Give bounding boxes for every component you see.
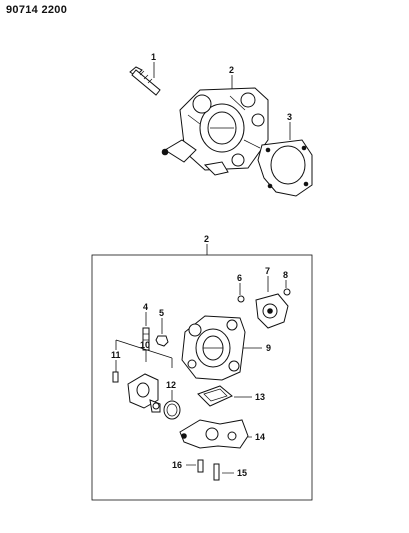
- gasket-part-3: [257, 122, 313, 197]
- gasket-part-13: [197, 385, 252, 407]
- callout-16: 16: [172, 460, 182, 470]
- exploded-box: [91, 244, 313, 501]
- bracket-part-10: [115, 339, 173, 368]
- sensor-part-7: [255, 276, 289, 329]
- screw-part-6: [237, 283, 245, 303]
- callout-13: 13: [255, 392, 265, 402]
- callout-11: 11: [111, 350, 121, 360]
- callout-10: 10: [140, 340, 150, 350]
- assembly-frame: [91, 254, 313, 501]
- callout-1: 1: [151, 52, 156, 62]
- screw-part-16: [186, 459, 204, 473]
- callout-15: 15: [237, 468, 247, 478]
- document-number: 90714 2200: [6, 4, 68, 16]
- oring-part-12: [163, 390, 181, 420]
- callout-12: 12: [166, 380, 176, 390]
- nut-part-5: [155, 318, 169, 347]
- callout-2-top: 2: [229, 65, 234, 75]
- screw-part-11: [112, 360, 119, 383]
- throttle-body-top: [161, 75, 269, 176]
- bolt-part-15: [213, 463, 234, 481]
- bolt-part-1: [129, 62, 161, 96]
- callout-4: 4: [143, 302, 148, 312]
- callout-9: 9: [266, 343, 271, 353]
- throttle-body-part-9: [181, 315, 262, 381]
- motor-part-10: [127, 373, 161, 413]
- callout-14: 14: [255, 432, 265, 442]
- callout-6: 6: [237, 273, 242, 283]
- screw-part-8: [283, 280, 291, 296]
- top-assembly: [129, 62, 313, 197]
- callout-8: 8: [283, 270, 288, 280]
- callout-7: 7: [265, 266, 270, 276]
- callout-3: 3: [287, 112, 292, 122]
- callout-5: 5: [159, 308, 164, 318]
- housing-part-14: [179, 419, 252, 449]
- callout-2-box: 2: [204, 234, 209, 244]
